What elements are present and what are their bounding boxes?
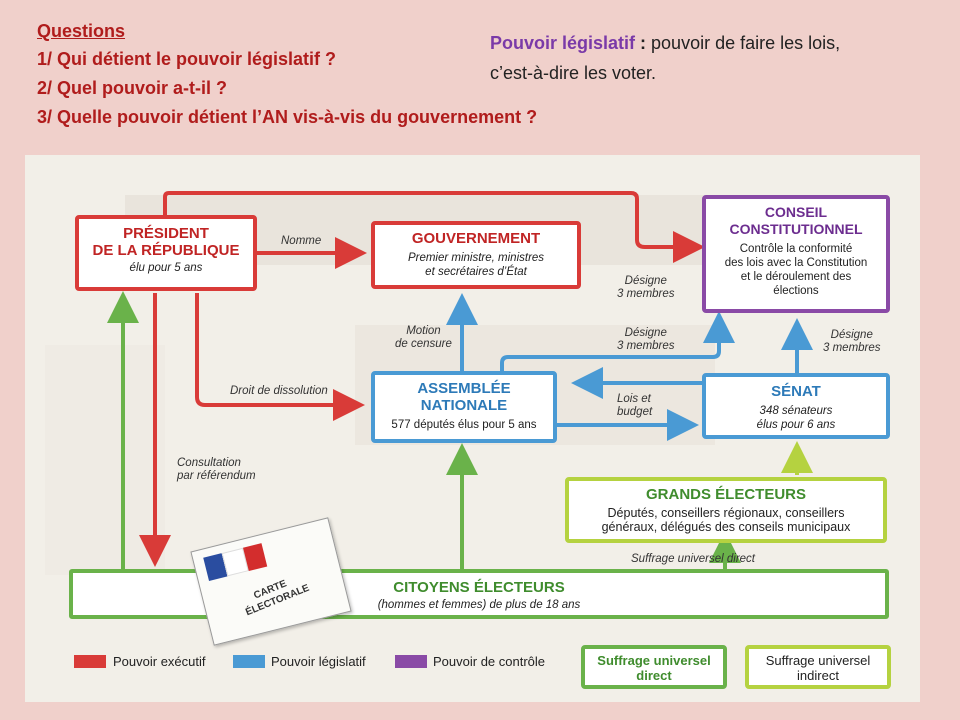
legend-indirect-1: Suffrage universel [765, 653, 871, 668]
label-nomme: Nomme [281, 235, 322, 247]
gouvernement-title: GOUVERNEMENT [411, 230, 541, 247]
arrow-president-conseil [163, 191, 705, 263]
label-designe-right-2: 3 membres [823, 342, 881, 354]
legend-executif: Pouvoir exécutif [113, 654, 206, 669]
legend-controle: Pouvoir de contrôle [433, 654, 546, 669]
questions-title: Questions [37, 21, 126, 41]
legend-direct-1: Suffrage universel [597, 653, 711, 668]
label-designe-mid-1: Désigne [624, 327, 667, 339]
carte-flag [203, 543, 268, 581]
label-consultation-2: par référendum [177, 470, 256, 482]
arrows-layer [107, 191, 813, 570]
president-title1: PRÉSIDENT [123, 225, 209, 242]
legend-direct-2: direct [636, 668, 672, 683]
label-designe-top-1: Désigne [624, 275, 667, 287]
citoyens-title: CITOYENS ÉLECTEURS [393, 579, 565, 596]
legend-indirect-2: indirect [797, 668, 839, 683]
gouvernement-sub1: Premier ministre, ministres [407, 252, 545, 264]
gouvernement-sub2: et secrétaires d’État [425, 266, 527, 278]
label-lois: Lois et budget [617, 393, 652, 419]
legend-indirect-box: Suffrage universel indirect [745, 645, 891, 689]
label-designe-mid-2: 3 membres [617, 340, 675, 352]
conseil-title1: CONSEIL [764, 204, 828, 220]
label-motion-2: de censure [395, 338, 452, 350]
assemblee-box: ASSEMBLÉE NATIONALE 577 députés élus pou… [371, 371, 557, 443]
question-3: 3/ Quelle pouvoir détient l’AN vis-à-vis… [37, 107, 538, 127]
conseil-sub2: des lois avec la Constitution [724, 257, 868, 269]
diagram-panel: PRÉSIDENT DE LA RÉPUBLIQUE élu pour 5 an… [25, 155, 920, 702]
label-consultation-1: Consultation [177, 457, 241, 469]
conseil-title2: CONSTITUTIONNEL [729, 221, 863, 237]
conseil-sub4: élections [773, 285, 819, 297]
label-designe-mid: Désigne 3 membres [617, 327, 675, 353]
assemblee-title2: NATIONALE [420, 397, 508, 414]
definition-colon: : [635, 33, 652, 53]
definition-line1: pouvoir de faire les lois, [651, 33, 841, 53]
legend-swatch-controle [395, 655, 427, 668]
definition-line2: c’est-à-dire les voter. [490, 63, 657, 83]
label-lois-2: budget [617, 406, 653, 418]
label-motion: Motion de censure [395, 325, 452, 351]
label-consultation: Consultation par référendum [177, 457, 256, 483]
label-designe-top-2: 3 membres [617, 288, 675, 300]
gouvernement-box: GOUVERNEMENT Premier ministre, ministres… [371, 221, 581, 289]
label-lois-1: Lois et [617, 393, 651, 405]
senat-title: SÉNAT [771, 383, 821, 400]
grands-electeurs-box: GRANDS ÉLECTEURS Députés, conseillers ré… [565, 477, 887, 543]
assemblee-title1: ASSEMBLÉE [417, 380, 511, 397]
label-designe-right: Désigne 3 membres [823, 329, 881, 355]
legend-direct-box: Suffrage universel direct [581, 645, 727, 689]
arrow-designe-mid [500, 311, 735, 373]
conseil-sub1: Contrôle la conformité [739, 243, 853, 255]
definition-term: Pouvoir législatif [490, 33, 636, 53]
arrow-dissolution [195, 293, 365, 421]
question-1: 1/ Qui détient le pouvoir législatif ? [37, 49, 337, 69]
label-motion-1: Motion [406, 325, 441, 337]
conseil-box: CONSEIL CONSTITUTIONNEL Contrôle la conf… [702, 195, 890, 313]
grands-title: GRANDS ÉLECTEURS [645, 486, 806, 503]
legend-legislatif: Pouvoir législatif [271, 654, 366, 669]
definition: Pouvoir législatif : pouvoir de faire le… [490, 28, 840, 88]
senat-sub2: élus pour 6 ans [756, 419, 836, 431]
legend-swatch-executif [74, 655, 106, 668]
grands-sub1: Députés, conseillers régionaux, conseill… [607, 506, 845, 520]
conseil-sub3: et le déroulement des [740, 271, 852, 283]
label-dissolution: Droit de dissolution [230, 385, 328, 397]
senat-sub1: 348 sénateurs [759, 405, 833, 417]
grands-sub2: généraux, délégués des conseils municipa… [601, 520, 851, 534]
label-designe-top: Désigne 3 membres [617, 275, 675, 301]
legend-swatch-legislatif [233, 655, 265, 668]
president-sub: élu pour 5 ans [129, 262, 203, 274]
assemblee-sub: 577 députés élus pour 5 ans [391, 419, 537, 431]
citoyens-sub: (hommes et femmes) de plus de 18 ans [377, 599, 581, 611]
label-designe-right-1: Désigne [830, 329, 873, 341]
label-suffrage: Suffrage universel direct [631, 553, 756, 565]
question-2: 2/ Quel pouvoir a-t-il ? [37, 78, 228, 98]
president-title2: DE LA RÉPUBLIQUE [92, 242, 240, 259]
senat-box: SÉNAT 348 sénateurs élus pour 6 ans [702, 373, 890, 439]
president-box: PRÉSIDENT DE LA RÉPUBLIQUE élu pour 5 an… [75, 215, 257, 291]
citoyens-box: CITOYENS ÉLECTEURS (hommes et femmes) de… [69, 569, 889, 619]
